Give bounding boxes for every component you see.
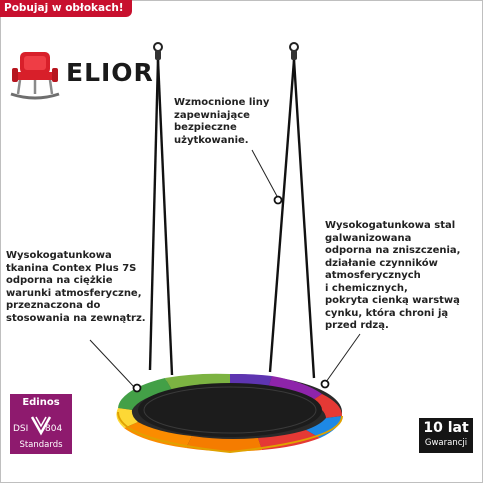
left-hook [153, 42, 163, 60]
ropes [148, 59, 316, 379]
promo-banner-text: Pobujaj w obłokach! [4, 2, 124, 14]
callout-steel: Wysokogatunkowa stal galwanizowana odpor… [325, 220, 461, 331]
warranty-value: 10 lat [423, 420, 469, 436]
certificate-badge: Edinos DSI 804 Standards [10, 394, 72, 454]
promo-banner: Pobujaj w obłokach! [0, 0, 132, 17]
checkmark-icon [30, 416, 52, 436]
warranty-label: Gwarancji [424, 438, 468, 448]
swing-seat [116, 373, 343, 454]
certificate-code-right: 804 [45, 424, 63, 434]
callout-fabric: Wysokogatunkowa tkanina Contex Plus 7S o… [6, 250, 146, 324]
warranty-badge: 10 lat Gwarancji [419, 418, 473, 453]
callout-pointers [89, 149, 361, 393]
right-hook [289, 42, 299, 60]
certificate-title: Edinos [22, 397, 60, 408]
certificate-footer: Standards [19, 440, 63, 450]
certificate-code-left: DSI [13, 424, 29, 434]
brand-name: ELIOR [66, 58, 154, 87]
rocking-chair-icon [10, 52, 60, 100]
callout-ropes: Wzmocnione liny zapewniające bezpieczne … [174, 97, 270, 146]
